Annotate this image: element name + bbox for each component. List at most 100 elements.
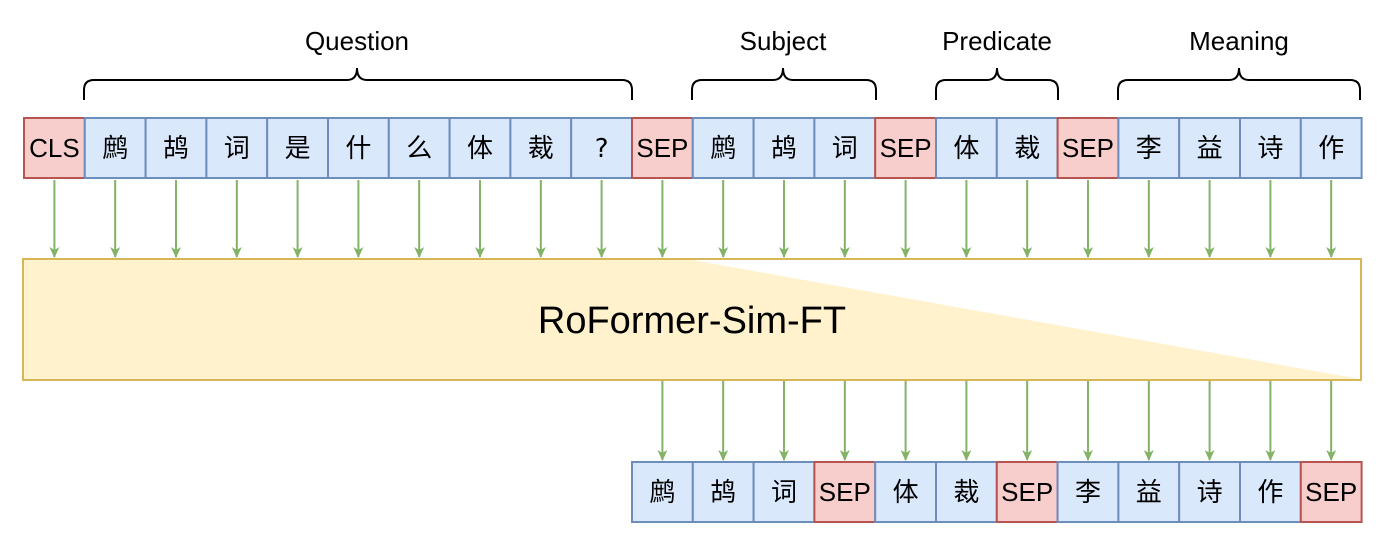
output-token-label: 词 xyxy=(771,478,797,508)
output-token: 鹧 xyxy=(631,461,694,523)
group-subject: Subject xyxy=(691,26,877,100)
output-token: 益 xyxy=(1117,461,1181,523)
output-token-label: 裁 xyxy=(953,478,979,508)
input-token-label: SEP xyxy=(880,133,932,163)
input-token-label: SEP xyxy=(636,133,688,163)
input-token: 词 xyxy=(205,117,269,179)
input-token-label: 体 xyxy=(467,134,493,164)
input-token: 体 xyxy=(448,117,512,179)
input-token: SEP xyxy=(631,117,694,179)
model-label: RoFormer-Sim-FT xyxy=(538,300,846,342)
input-token: 鸪 xyxy=(144,117,208,179)
input-token-box xyxy=(995,117,1059,179)
input-token: CLS xyxy=(23,117,86,179)
output-token: 裁 xyxy=(935,461,998,523)
input-token-label: 李 xyxy=(1136,134,1162,164)
output-token-label: SEP xyxy=(1001,477,1053,507)
output-token-box xyxy=(874,461,938,523)
input-token-box xyxy=(509,117,573,179)
output-token: 词 xyxy=(752,461,816,523)
group-label-meaning: Meaning xyxy=(1189,26,1289,56)
input-token-box xyxy=(448,117,512,179)
model-block: RoFormer-Sim-FT xyxy=(22,258,1362,381)
input-token-label: 作 xyxy=(1318,134,1344,164)
output-token: SEP xyxy=(1299,461,1363,523)
group-predicate: Predicate xyxy=(935,26,1059,100)
input-token: 益 xyxy=(1178,117,1241,179)
input-token-label: 鹧 xyxy=(102,134,128,164)
output-token: 作 xyxy=(1239,461,1302,523)
input-token-box xyxy=(83,117,147,179)
input-token: ? xyxy=(570,117,634,179)
output-token-box xyxy=(631,461,694,523)
input-token: 李 xyxy=(1117,117,1181,179)
brace-meaning xyxy=(1117,67,1361,100)
input-token-label: 体 xyxy=(953,134,979,164)
input-token-label: 裁 xyxy=(528,134,554,164)
output-token-label: 诗 xyxy=(1197,478,1223,508)
input-token: SEP xyxy=(1056,117,1120,179)
group-meaning: Meaning xyxy=(1117,26,1361,100)
output-token-label: SEP xyxy=(819,477,871,507)
output-token: SEP xyxy=(995,461,1059,523)
input-token-label: 鹧 xyxy=(710,134,736,164)
input-token-label: 么 xyxy=(406,134,432,164)
input-token-box xyxy=(1178,117,1241,179)
output-token: 诗 xyxy=(1178,461,1241,523)
input-token-label: 是 xyxy=(285,134,311,164)
input-token-box xyxy=(813,117,877,179)
group-label-question: Question xyxy=(305,26,409,56)
input-token-box xyxy=(1299,117,1363,179)
input-token-label: 裁 xyxy=(1014,134,1040,164)
output-token-label: 鸪 xyxy=(710,478,736,508)
output-arrows xyxy=(657,381,1337,461)
input-token-box xyxy=(935,117,998,179)
input-token-label: SEP xyxy=(1062,133,1114,163)
input-token-box xyxy=(1239,117,1302,179)
output-token-label: 李 xyxy=(1075,478,1101,508)
brace-question xyxy=(83,67,633,100)
output-token-box xyxy=(1178,461,1241,523)
input-token-box xyxy=(752,117,816,179)
input-token-label: 什 xyxy=(345,134,371,164)
input-token: 词 xyxy=(813,117,877,179)
output-token-label: 益 xyxy=(1136,478,1162,508)
input-token-label: 鸪 xyxy=(163,134,189,164)
group-label-predicate: Predicate xyxy=(942,26,1052,56)
output-token: 体 xyxy=(874,461,938,523)
input-token-box xyxy=(387,117,451,179)
input-token: 什 xyxy=(327,117,390,179)
input-token-box xyxy=(327,117,390,179)
output-token-box xyxy=(1117,461,1181,523)
output-token-box xyxy=(691,461,755,523)
model-gradient-fill xyxy=(24,260,1360,379)
output-token-box xyxy=(1299,461,1363,523)
input-token: 鹧 xyxy=(83,117,147,179)
group-label-subject: Subject xyxy=(740,26,827,56)
input-token: 鹧 xyxy=(691,117,755,179)
input-token-label: ? xyxy=(595,134,609,164)
input-arrows xyxy=(49,180,1337,258)
input-token: 体 xyxy=(935,117,998,179)
brace-subject xyxy=(691,67,877,100)
output-token: 李 xyxy=(1056,461,1120,523)
output-token-box xyxy=(1056,461,1120,523)
input-token-box xyxy=(691,117,755,179)
group-question: Question xyxy=(83,26,633,100)
input-token-box xyxy=(266,117,330,179)
input-token: 是 xyxy=(266,117,330,179)
input-token-label: 词 xyxy=(832,134,858,164)
output-token-label: 体 xyxy=(893,478,919,508)
input-token: 鸪 xyxy=(752,117,816,179)
input-token-box xyxy=(1117,117,1181,179)
output-token-box xyxy=(995,461,1059,523)
input-token-label: 鸪 xyxy=(771,134,797,164)
output-token-label: 鹧 xyxy=(649,478,675,508)
input-token: 裁 xyxy=(509,117,573,179)
input-token: 么 xyxy=(387,117,451,179)
input-token: SEP xyxy=(874,117,938,179)
output-token: 鸪 xyxy=(691,461,755,523)
